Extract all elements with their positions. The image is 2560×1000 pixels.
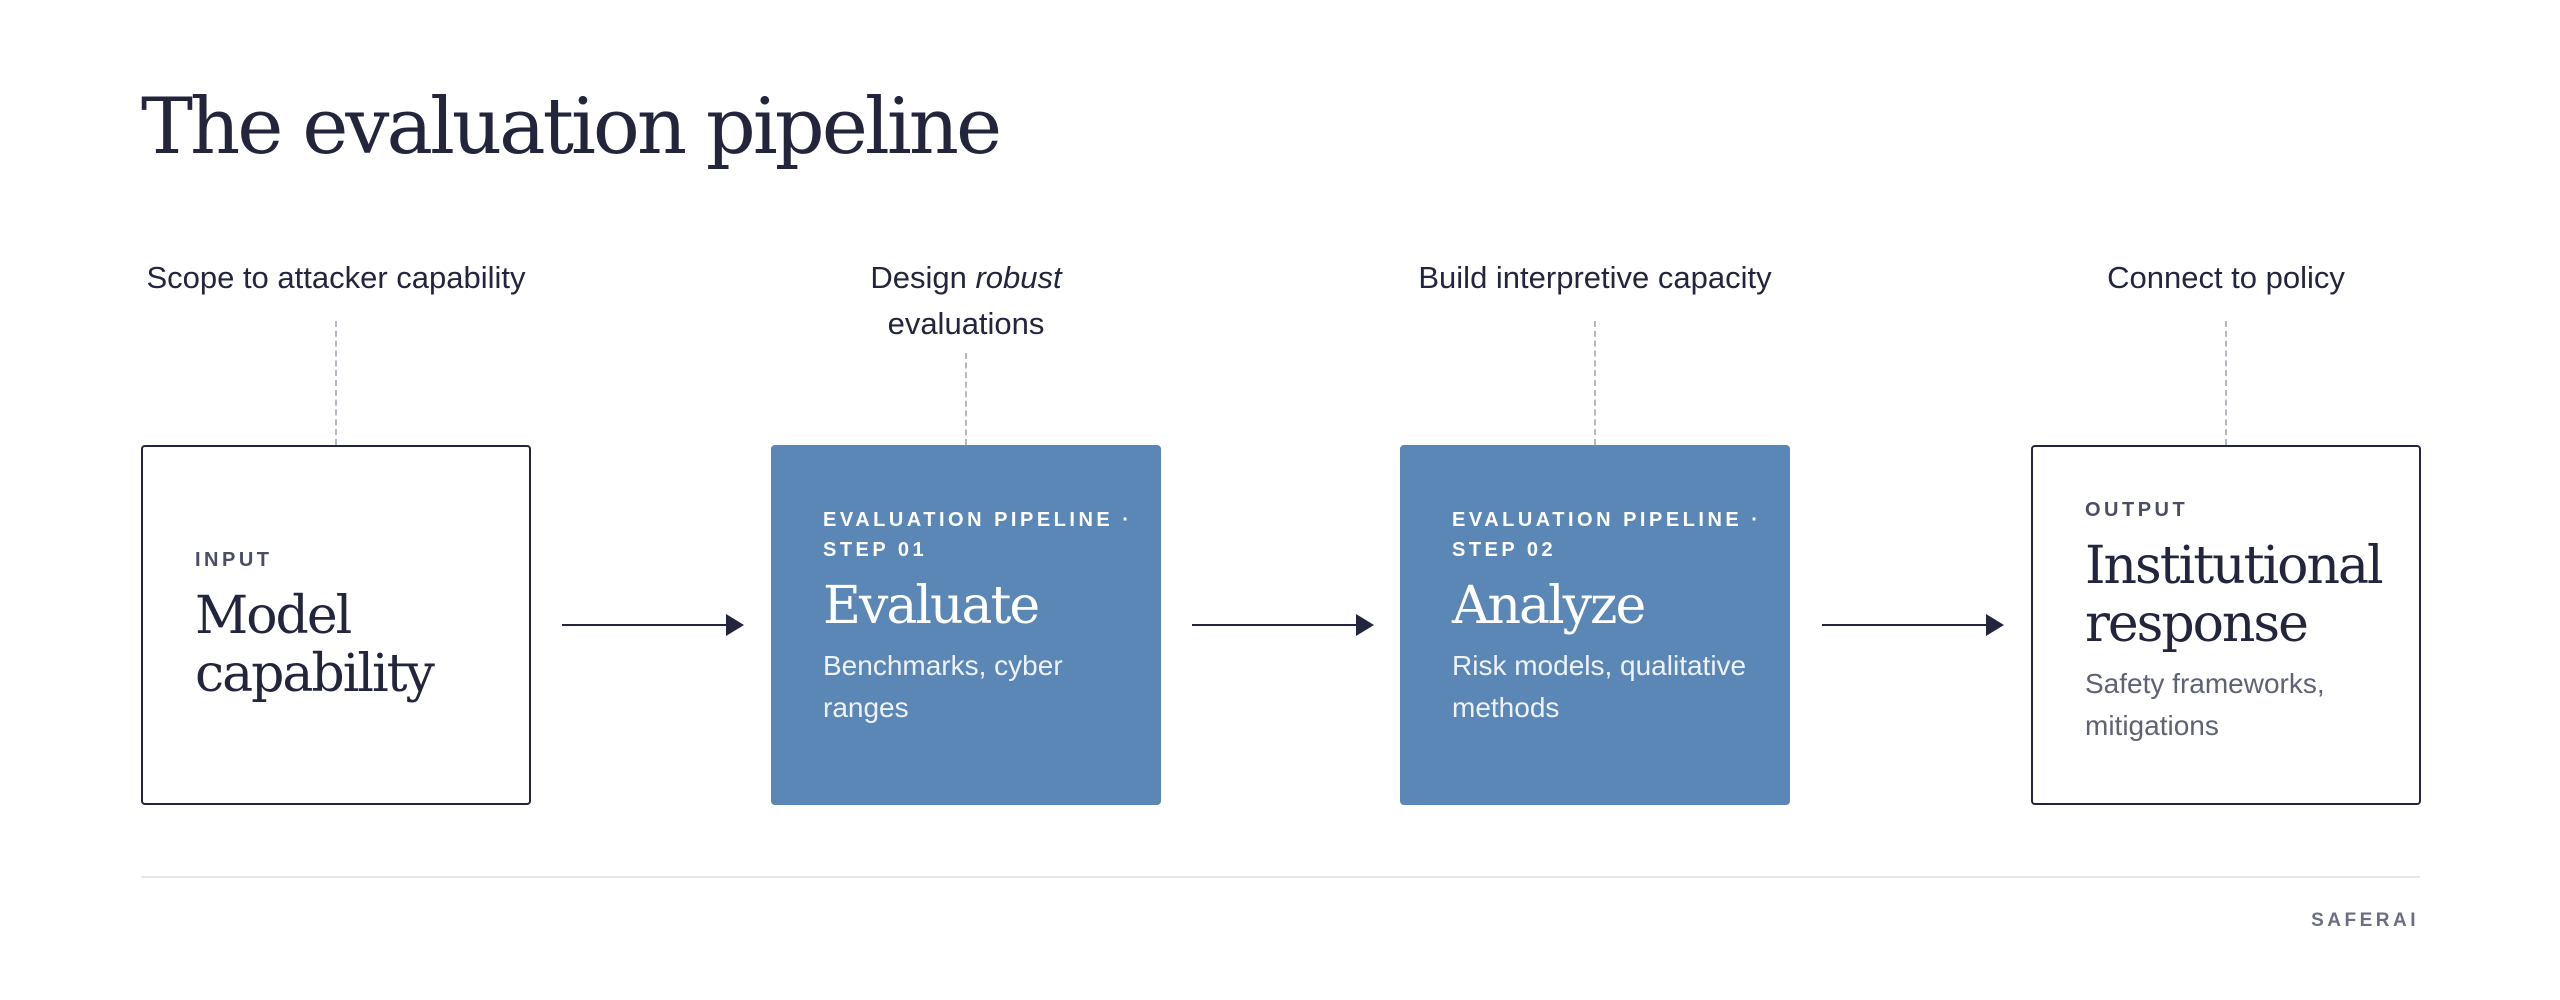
stage-output-top-label: Connect to policy xyxy=(2107,260,2345,295)
right-arrow-icon xyxy=(562,614,744,636)
evaluate-heading: Evaluate xyxy=(823,576,1040,636)
footer-divider xyxy=(141,876,2420,878)
output-subtitle: Safety frameworks, mitigations xyxy=(2085,668,2325,741)
stage-analyze-top-label: Build interpretive capacity xyxy=(1418,260,1772,295)
output-heading: Institutional response xyxy=(2085,536,2384,654)
analyze-box: EVALUATION PIPELINE · STEP 02 Analyze Ri… xyxy=(1400,445,1790,805)
input-heading: Model capability xyxy=(195,586,435,704)
stage-evaluate-top-label: Design robust evaluations xyxy=(870,260,1062,341)
output-overline: OUTPUT xyxy=(2085,499,2189,521)
right-arrow-icon xyxy=(1822,614,2004,636)
page-title: The evaluation pipeline xyxy=(141,82,1002,172)
brand-logo: SAFERAI xyxy=(2311,910,2419,931)
connector-line xyxy=(335,321,337,445)
analyze-heading: Analyze xyxy=(1452,576,1646,636)
connector-line xyxy=(1594,321,1596,445)
evaluate-box: EVALUATION PIPELINE · STEP 01 Evaluate B… xyxy=(771,445,1161,805)
input-box: INPUT Model capability xyxy=(141,445,531,805)
connector-line xyxy=(2225,321,2227,445)
stage-input-top-label: Scope to attacker capability xyxy=(146,260,526,295)
evaluate-overline: EVALUATION PIPELINE · STEP 01 xyxy=(823,509,1133,561)
analyze-overline: EVALUATION PIPELINE · STEP 02 xyxy=(1452,509,1762,561)
analyze-subtitle: Risk models, qualitative methods xyxy=(1452,650,1747,723)
connector-line xyxy=(965,353,967,445)
input-overline: INPUT xyxy=(195,549,273,571)
evaluate-subtitle: Benchmarks, cyber ranges xyxy=(823,650,1063,723)
right-arrow-icon xyxy=(1192,614,1374,636)
output-box: OUTPUT Institutional response Safety fra… xyxy=(2031,445,2421,805)
